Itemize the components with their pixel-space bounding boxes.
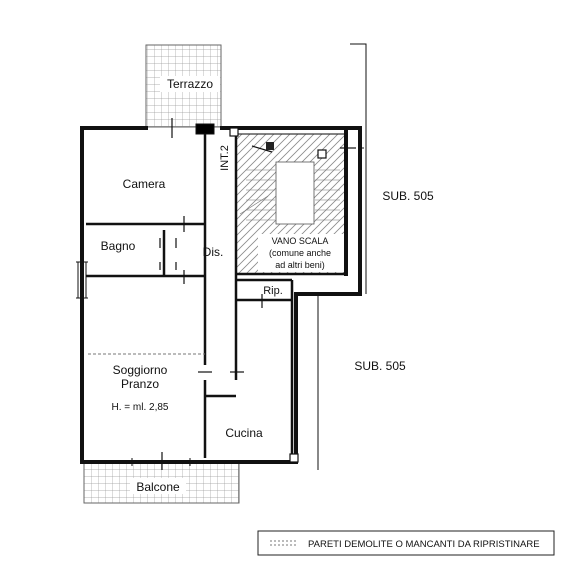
- marker-square: [229, 127, 239, 137]
- label-soggiorno: Soggiorno: [113, 363, 168, 377]
- label-balcone: Balcone: [136, 480, 180, 494]
- label-stair-1: VANO SCALA: [272, 236, 329, 246]
- label-stair-2: (comune anche: [269, 248, 331, 258]
- label-sub-upper: SUB. 505: [382, 189, 434, 203]
- terrace-label-mask: [160, 76, 220, 92]
- label-rip: Rip.: [263, 285, 283, 297]
- label-pranzo: Pranzo: [121, 377, 159, 391]
- marker-square: [289, 453, 299, 463]
- stair-label-mask: [258, 234, 344, 272]
- label-cucina: Cucina: [225, 426, 263, 440]
- neighbor-boundary: [317, 43, 367, 470]
- label-stair-3: ad altri beni): [275, 260, 325, 270]
- label-camera: Camera: [123, 177, 166, 191]
- legend-dashed-swatch: [270, 540, 298, 546]
- label-dis: Dis.: [203, 245, 224, 259]
- door-marks: [159, 118, 356, 470]
- label-height: H. = ml. 2,85: [112, 402, 169, 413]
- marker-square: [266, 142, 274, 150]
- legend-text: PARETI DEMOLITE O MANCANTI DA RIPRISTINA…: [308, 539, 540, 550]
- label-unit: INT.2: [219, 145, 231, 171]
- walls: [80, 126, 362, 464]
- stair-steps: [239, 169, 340, 221]
- inner-walls: [86, 134, 346, 458]
- marker-square: [317, 149, 327, 159]
- legend: PARETI DEMOLITE O MANCANTI DA RIPRISTINA…: [257, 530, 555, 556]
- stair-flight: [275, 161, 315, 225]
- label-sub-lower: SUB. 505: [354, 359, 406, 373]
- window-marks: [76, 123, 364, 466]
- label-bagno: Bagno: [101, 239, 136, 253]
- legend-box: [257, 530, 555, 556]
- balcony-label-mask: [130, 478, 186, 494]
- label-terrazzo: Terrazzo: [167, 77, 213, 91]
